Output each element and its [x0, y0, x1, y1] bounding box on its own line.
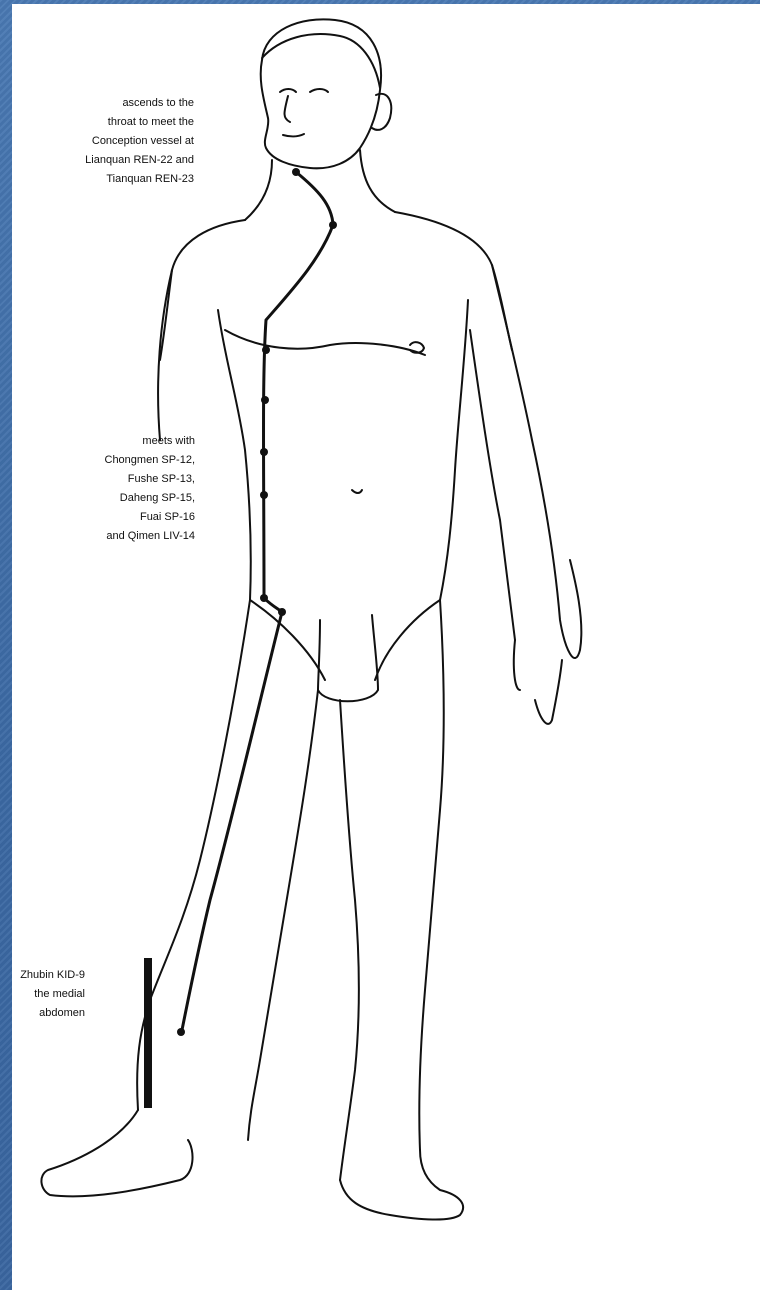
ear [372, 94, 391, 130]
label-line: and Qimen LIV-14 [105, 527, 196, 546]
label-line: Lianquan REN-22 and [85, 151, 194, 170]
meridian-pathway [182, 172, 333, 1030]
label-line: Conception vessel at [85, 132, 194, 151]
acupoint-marker [260, 448, 268, 456]
label-line: Fuai SP-16 [105, 508, 196, 527]
head-outline [261, 19, 381, 168]
acupoint-marker [278, 608, 286, 616]
chest-line [225, 330, 425, 355]
eye-right [310, 89, 328, 92]
torso-left [218, 310, 251, 600]
acupoint-markers [177, 168, 337, 1036]
acupoint-marker [262, 346, 270, 354]
arm-right-outer [492, 265, 581, 658]
shoulder-left [160, 220, 245, 360]
neck-right [360, 150, 395, 212]
eye-left [280, 89, 296, 92]
arm-right-inner [470, 330, 515, 640]
label-top: ascends to the throat to meet the Concep… [85, 94, 194, 189]
label-line: ascends to the [85, 94, 194, 113]
label-line: abdomen [20, 1004, 85, 1023]
label-line: Chongmen SP-12, [105, 451, 196, 470]
label-middle: meets with Chongmen SP-12, Fushe SP-13, … [105, 432, 196, 546]
label-line: meets with [105, 432, 196, 451]
label-line: Zhubin KID-9 [20, 966, 85, 985]
leg-right-outer [419, 600, 444, 1150]
acupoint-marker [177, 1028, 185, 1036]
foot-right [340, 1150, 463, 1220]
hand-right [514, 640, 562, 724]
vertical-bar-marker [144, 958, 152, 1108]
genitals [318, 615, 378, 701]
label-line: Tianquan REN-23 [85, 170, 194, 189]
acupoint-marker [260, 594, 268, 602]
mouth [283, 134, 304, 136]
label-line: Fushe SP-13, [105, 470, 196, 489]
hair [262, 34, 380, 88]
leg-left-inner [248, 690, 318, 1140]
leg-left-outer [137, 600, 250, 1110]
label-line: throat to meet the [85, 113, 194, 132]
acupoint-marker [329, 221, 337, 229]
label-bottom: Zhubin KID-9 the medial abdomen [20, 966, 85, 1023]
nose [285, 96, 291, 122]
foot-left [41, 1110, 192, 1196]
navel [352, 490, 362, 493]
shoulder-right [395, 212, 512, 350]
acupoint-marker [292, 168, 300, 176]
leg-right-inner [340, 700, 359, 1180]
acupoint-marker [260, 491, 268, 499]
acupoint-marker [261, 396, 269, 404]
label-line: the medial [20, 985, 85, 1004]
torso-right [440, 300, 468, 600]
label-line: Daheng SP-15, [105, 489, 196, 508]
neck-left [245, 160, 272, 220]
